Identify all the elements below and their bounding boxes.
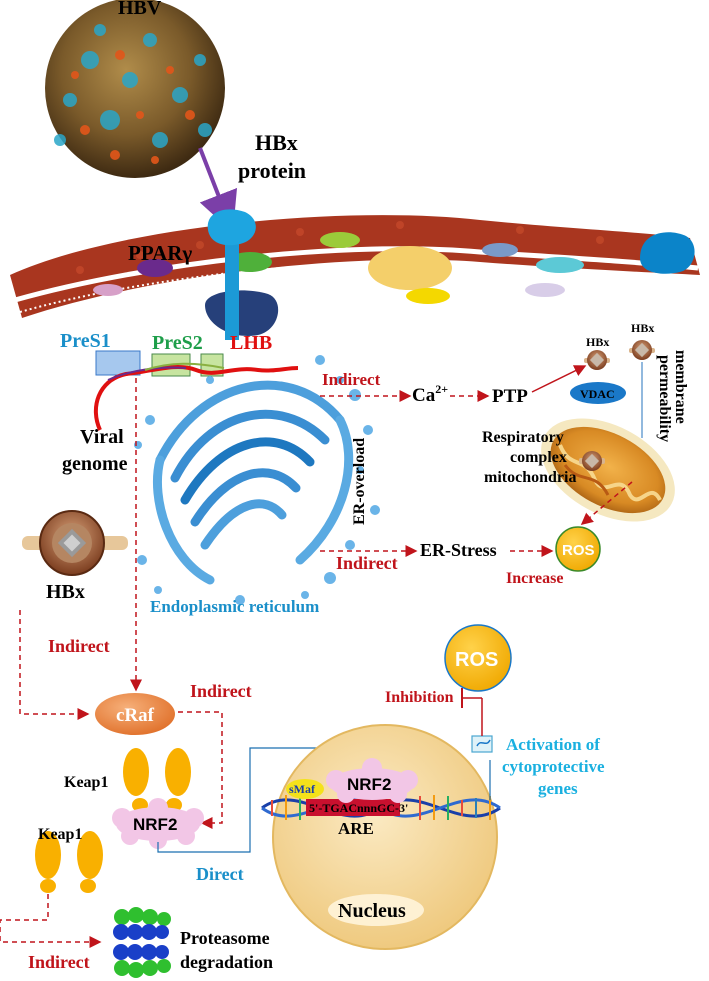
nrf2-nucleus-label: NRF2 <box>347 775 391 794</box>
hbx-protein-label-2: protein <box>238 158 306 183</box>
ptp-label: PTP <box>492 386 528 407</box>
ros-top-icon <box>555 526 601 572</box>
ppar-receptor-icon <box>207 209 256 340</box>
are-label: ARE <box>338 819 374 838</box>
craf-label: cRaf <box>116 705 155 726</box>
membrane-protein-lime <box>320 232 360 248</box>
activation-label-3: genes <box>538 779 578 798</box>
direct-label: Direct <box>196 864 244 884</box>
keap1-bottom-label: Keap1 <box>38 826 82 843</box>
are-sequence-label: 5'-TGACnnnGC-3' <box>309 801 408 815</box>
cell-membrane <box>10 215 700 318</box>
hbx-left-icon <box>22 510 128 576</box>
hbx-left-label: HBx <box>46 581 85 603</box>
craf-icon <box>95 693 175 735</box>
er-label: Endoplasmic reticulum <box>150 597 319 616</box>
viral-genome-strand <box>93 365 299 431</box>
membrane-protein-lilac <box>482 243 518 257</box>
hbx-vdac-label: HBx <box>586 335 609 349</box>
proteasome-label-1: Proteasome <box>180 928 270 948</box>
vdac-channel <box>570 382 626 404</box>
hbv-virus-icon <box>45 0 225 178</box>
membrane-protein-navy <box>205 290 279 336</box>
ros-bottom-label: ROS <box>455 649 498 671</box>
indirect-craf-label: Indirect <box>190 681 252 701</box>
lhb-label: LHB <box>230 332 272 354</box>
gene-activation-icon <box>471 735 493 753</box>
arrow-hbx-to-ptp <box>531 365 587 393</box>
endoplasmic-reticulum-icon <box>152 380 354 585</box>
membrane-protein-bright <box>406 288 450 304</box>
ppar-label: PPARγ <box>128 241 192 265</box>
activation-label-1: Activation of <box>506 735 600 754</box>
vdac-label: VDAC <box>580 387 615 401</box>
ros-top-label: ROS <box>562 542 595 559</box>
arrow-mito-to-ros <box>580 481 633 525</box>
nrf2-nucleus-icon <box>326 758 418 803</box>
nrf2-left-label: NRF2 <box>133 815 177 834</box>
er-stress-label: ER-Stress <box>420 540 497 560</box>
respiratory-label-1: Respiratory <box>482 429 564 446</box>
respiratory-label-3: mitochondria <box>484 469 576 486</box>
indirect-bottom-label: Indirect <box>28 952 90 972</box>
membrane-label-2: permeability <box>656 355 673 442</box>
indirect-left-label: Indirect <box>48 636 110 656</box>
arrow-hbx-to-craf <box>19 610 90 720</box>
arrow-craf-to-nrf2 <box>178 711 223 829</box>
hbx-membrane-label: HBx <box>631 321 654 335</box>
membrane-protein-cyan <box>536 257 584 273</box>
proteasome-icon <box>113 907 171 978</box>
increase-label: Increase <box>506 570 563 587</box>
activation-label-2: cytoprotective <box>502 757 605 776</box>
arrow-keap1-to-proteasome <box>0 894 102 948</box>
inhibition-label: Inhibition <box>385 689 454 706</box>
viral-genome-label-2: genome <box>62 453 128 475</box>
membrane-protein-pink <box>93 284 123 296</box>
indirect-top-label: Indirect <box>322 370 381 389</box>
smaf-icon <box>286 779 324 799</box>
are-sequence-box <box>306 799 400 816</box>
gene-activation-glyph <box>476 739 491 747</box>
membrane-protein-grey <box>525 283 565 297</box>
respiratory-label-2: complex <box>510 449 567 466</box>
hbx-vdac-icon <box>584 350 610 370</box>
membrane-protein-yellow <box>368 246 452 290</box>
keap1-top-label: Keap1 <box>64 774 108 791</box>
nucleus-label: Nucleus <box>338 900 406 922</box>
hbv-label: HBV <box>118 0 162 19</box>
nucleus-label-bg <box>328 894 424 926</box>
proteasome-label-2: degradation <box>180 952 273 972</box>
membrane-protein-blue <box>640 232 695 274</box>
keap1-top-icon <box>123 748 191 812</box>
nrf2-left-icon <box>112 798 204 849</box>
hbx-protein-label-1: HBx <box>255 130 298 155</box>
er-overload-label: ER-overload <box>351 438 368 525</box>
genome-strand-green <box>144 362 225 371</box>
membrane-protein-purple <box>137 259 173 277</box>
hbx-respiratory-icon <box>579 451 605 471</box>
keap1-bottom-icon <box>35 831 103 893</box>
ca-label: Ca2+ <box>412 382 448 406</box>
pres2-label: PreS2 <box>152 332 203 354</box>
hbx-membrane-icon <box>629 340 655 360</box>
ros-bottom-icon <box>444 624 512 692</box>
viral-genome-label-1: Viral <box>80 426 124 448</box>
indirect-er-label: Indirect <box>336 553 398 573</box>
smaf-label: sMaf <box>289 782 316 796</box>
er-vesicles <box>134 355 380 605</box>
mitochondrion-icon <box>541 418 675 522</box>
membrane-label-1: membrane <box>672 350 689 424</box>
pres1-label: PreS1 <box>60 330 111 352</box>
